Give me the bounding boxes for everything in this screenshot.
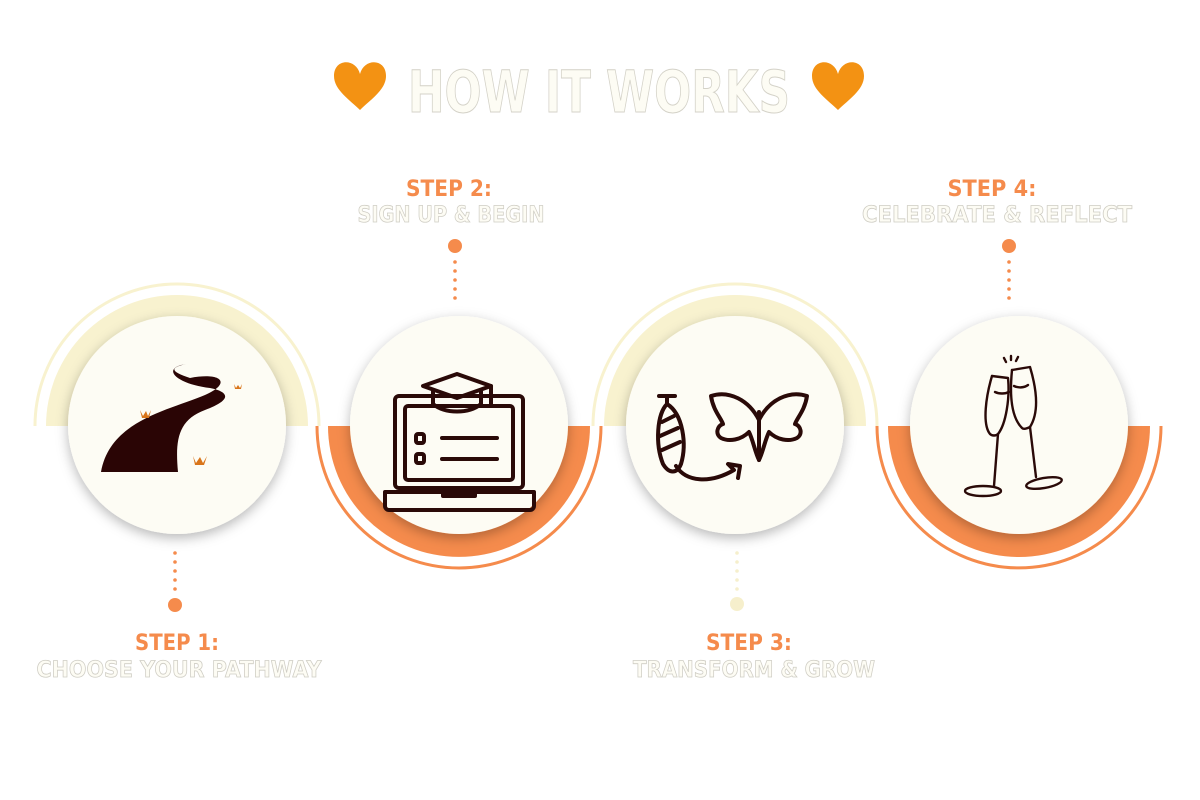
step-label: CHOOSE YOUR PATHWAY: [37, 658, 323, 683]
step-label: CELEBRATE & REFLECT: [862, 203, 1132, 228]
laptop-graduation-cap-icon: [383, 372, 536, 512]
step-heading: STEP 1:: [135, 631, 219, 656]
heart-icon: [334, 62, 386, 110]
header: HOW IT WORKS: [334, 58, 864, 127]
step-1-connector: [168, 551, 182, 612]
step-heading: STEP 3:: [706, 631, 792, 656]
step-2-connector: [448, 239, 462, 300]
step-3-circle: [626, 316, 844, 534]
cocoon-butterfly-icon: [656, 392, 809, 482]
step-3-connector: [730, 551, 744, 611]
step-2-label: STEP 2: SIGN UP & BEGIN: [357, 177, 545, 228]
step-heading: STEP 2:: [406, 177, 492, 202]
step-4-connector: [1002, 239, 1016, 300]
heart-icon: [812, 62, 864, 110]
winding-path-icon: [101, 364, 242, 472]
step-4-label: STEP 4: CELEBRATE & REFLECT: [862, 177, 1133, 228]
page-title: HOW IT WORKS: [408, 58, 790, 126]
step-label: SIGN UP & BEGIN: [358, 203, 545, 228]
step-label: TRANSFORM & GROW: [633, 658, 875, 683]
champagne-glasses-icon: [963, 354, 1063, 498]
step-3-label: STEP 3: TRANSFORM & GROW: [633, 631, 876, 683]
step-heading: STEP 4:: [948, 177, 1037, 202]
step-1-label: STEP 1: CHOOSE YOUR PATHWAY: [36, 631, 323, 683]
